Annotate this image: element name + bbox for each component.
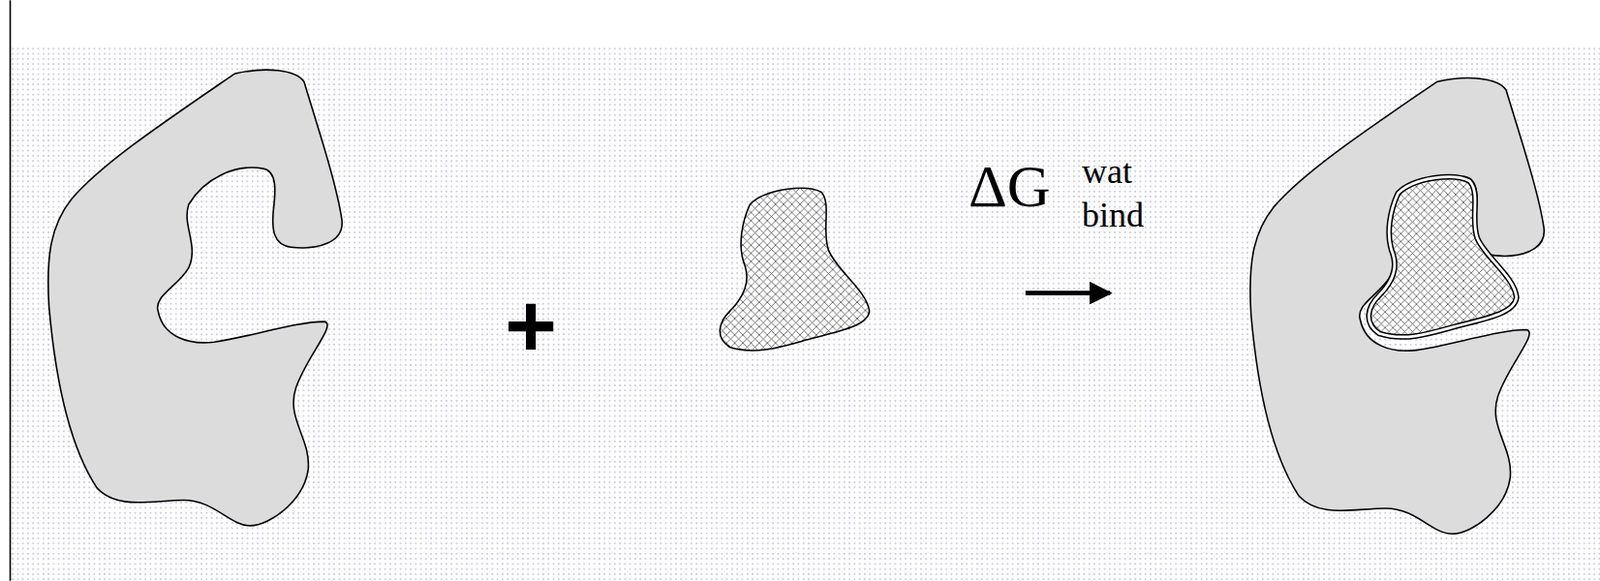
ligand-contact-gap [1370,179,1514,336]
ligand-shape [719,187,869,351]
superscript-label: wat [1081,153,1133,189]
plus-sign: + [504,280,557,370]
reaction-arrow [1025,290,1110,296]
solvent-background [10,46,1600,581]
complex-ligand-shape [1370,179,1514,336]
frame-line [9,0,12,581]
ligand-contact-outline [1370,179,1514,336]
complex-receptor-shape [1250,78,1544,535]
subscript-label: bind [1081,197,1144,233]
receptor-shape [48,69,342,526]
free-energy-symbol: ΔG [968,155,1051,216]
